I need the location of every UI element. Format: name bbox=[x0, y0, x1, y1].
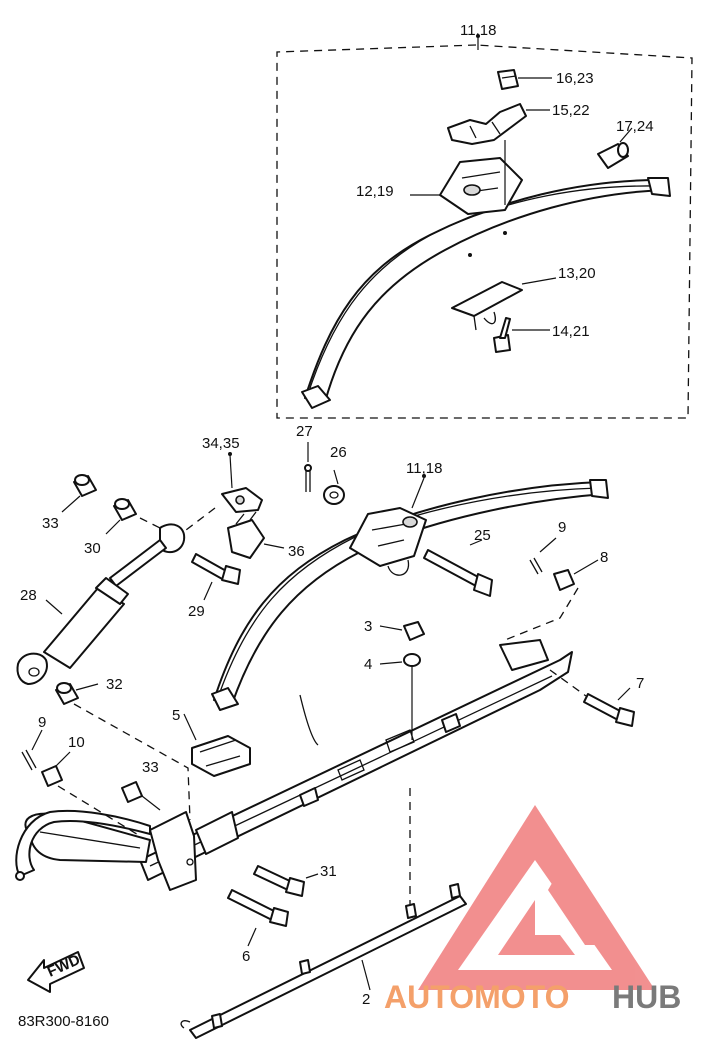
watermark-text-a: AUTOMOTO bbox=[384, 979, 569, 1015]
callout-11-18-mid: 11,18 bbox=[406, 460, 442, 477]
callout-14-21: 14,21 bbox=[552, 323, 590, 340]
spring-saddle-icon bbox=[439, 157, 523, 215]
callout-30: 30 bbox=[84, 540, 101, 557]
watermark-text-b: HUB bbox=[612, 979, 681, 1015]
spring-bracket-icon bbox=[191, 735, 251, 777]
front-ski-bracket-icon bbox=[149, 811, 239, 891]
bushing-32-icon bbox=[55, 682, 79, 705]
callout-5: 5 bbox=[172, 707, 180, 724]
callout-13-20: 13,20 bbox=[558, 265, 596, 282]
nut-icon bbox=[497, 69, 519, 90]
callout-15-22: 15,22 bbox=[552, 102, 590, 119]
callout-11-18-top: 11,18 bbox=[460, 22, 496, 39]
callout-9-right: 9 bbox=[558, 519, 566, 536]
callout-33-bottom: 33 bbox=[142, 759, 159, 776]
cotter-pin-right-icon bbox=[529, 557, 543, 575]
callout-32: 32 bbox=[106, 676, 123, 693]
long-bolt-icon bbox=[423, 549, 493, 597]
lower-plate-icon bbox=[451, 281, 523, 331]
fwd-arrow-icon bbox=[27, 951, 85, 993]
stopper-block-icon bbox=[221, 487, 263, 513]
callout-10: 10 bbox=[68, 734, 85, 751]
callout-26: 26 bbox=[330, 444, 347, 461]
bushing-33-icon bbox=[73, 474, 97, 497]
callout-4: 4 bbox=[364, 656, 372, 673]
callout-28: 28 bbox=[20, 587, 37, 604]
bushing-30-icon bbox=[113, 498, 137, 521]
spring-saddle-mid-icon bbox=[349, 507, 427, 576]
leaf-spring-inset bbox=[301, 177, 671, 409]
callout-33-top: 33 bbox=[42, 515, 59, 532]
callout-9-left: 9 bbox=[38, 714, 46, 731]
watermark-logo bbox=[418, 805, 655, 990]
bolt-icon bbox=[493, 317, 511, 353]
ski-body bbox=[15, 639, 573, 881]
shock-bolt-icon bbox=[191, 553, 241, 585]
castle-nut-left-icon bbox=[41, 765, 63, 787]
callout-36: 36 bbox=[288, 543, 305, 560]
bushing-33-bottom-icon bbox=[121, 781, 143, 803]
callout-6: 6 bbox=[242, 948, 250, 965]
callout-34-35: 34,35 bbox=[202, 435, 240, 452]
cotter-pin-icon bbox=[304, 464, 312, 492]
callout-3: 3 bbox=[364, 618, 372, 635]
shock-absorber-icon bbox=[16, 523, 186, 685]
nut-3-icon bbox=[403, 621, 425, 641]
part-code: 83R300-8160 bbox=[18, 1013, 109, 1030]
callout-27: 27 bbox=[296, 423, 313, 440]
callout-17-24: 17,24 bbox=[616, 118, 654, 135]
castle-nut-icon bbox=[553, 569, 575, 591]
callout-25: 25 bbox=[474, 527, 491, 544]
callout-2: 2 bbox=[362, 991, 370, 1008]
clamp-plate-icon bbox=[447, 103, 527, 145]
washer-icon bbox=[323, 485, 345, 505]
callout-31: 31 bbox=[320, 863, 337, 880]
inset-box bbox=[276, 44, 693, 419]
cotter-pin-left-icon bbox=[21, 749, 37, 771]
bolt-31-icon bbox=[253, 865, 305, 897]
callout-29: 29 bbox=[188, 603, 205, 620]
callout-8: 8 bbox=[600, 549, 608, 566]
bolt-6-icon bbox=[227, 889, 289, 927]
rubber-stopper-icon bbox=[227, 511, 265, 559]
wear-bar-runner-icon bbox=[180, 883, 467, 1039]
callout-16-23: 16,23 bbox=[556, 70, 594, 87]
washer-4-icon bbox=[403, 653, 421, 667]
callout-7: 7 bbox=[636, 675, 644, 692]
front-bolt-icon bbox=[583, 693, 635, 727]
callout-12-19: 12,19 bbox=[356, 183, 394, 200]
spacer-pin-icon bbox=[597, 142, 629, 169]
